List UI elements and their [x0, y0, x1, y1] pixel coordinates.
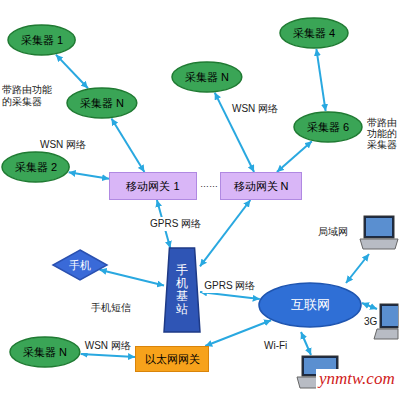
network-link: [100, 270, 164, 286]
network-label: 局域网: [318, 226, 348, 238]
wifi-link: [301, 332, 311, 355]
watermark: ynmtw.com: [316, 369, 398, 389]
gateway-box: 移动网关 N: [220, 172, 302, 200]
node-text: 采集器 1: [21, 33, 63, 48]
collector-ellipse: 采集器 1: [7, 24, 76, 56]
laptop-icon: [374, 304, 398, 339]
network-link: [81, 354, 135, 357]
network-link: [69, 172, 109, 179]
network-label: WSN 网络: [232, 103, 278, 115]
collector-ellipse: 采集器 6: [293, 111, 363, 143]
collector-ellipse: 采集器 N: [9, 336, 81, 368]
network-label: WSN 网络: [40, 139, 86, 151]
ellipse-shape: [280, 18, 348, 48]
network-link: [316, 49, 325, 111]
node-text: 采集器 N: [23, 345, 67, 360]
ellipse-shape: [67, 88, 137, 118]
node-text: 互联网: [291, 296, 330, 314]
note-text: 带路由功能的采集器: [367, 118, 398, 151]
lan-link: [346, 254, 369, 283]
ellipse-shape: [259, 283, 361, 327]
node-text: 采集器 N: [185, 70, 229, 85]
network-link: [277, 141, 312, 172]
node-text: 采集器 2: [15, 160, 57, 175]
node-text: 采集器 4: [293, 26, 335, 41]
node-text: 手机: [69, 258, 91, 273]
link-label: GPRS 网络: [148, 217, 203, 231]
network-link: [205, 320, 271, 346]
ellipse-shape: [8, 25, 75, 55]
ellipse-shape: [172, 62, 242, 92]
link-label: WSN 网络: [83, 339, 133, 353]
network-label: Wi-Fi: [264, 340, 287, 352]
tower-shape: [164, 248, 200, 332]
link-label: 手机短信: [89, 301, 133, 315]
collector-ellipse: 采集器 N: [66, 87, 138, 119]
collector-ellipse: 采集器 4: [279, 17, 349, 49]
network-link: [200, 292, 260, 299]
network-link: [111, 118, 144, 172]
ellipse-shape: [294, 112, 362, 142]
base-station-tower: 手机基站: [164, 248, 200, 332]
ellipse-shape: [2, 152, 69, 182]
node-text: 采集器 N: [80, 96, 124, 111]
diamond-shape: [53, 250, 107, 280]
node-text: 采集器 6: [307, 120, 349, 135]
ellipsis-label: ……: [200, 179, 218, 189]
link-label: GPRS 网络: [202, 279, 257, 293]
ethernet-gateway-box: 以太网网关: [135, 346, 209, 372]
node-text: 移动网关 N: [234, 179, 289, 194]
node-text: 以太网网关: [145, 352, 200, 367]
gateway-box: 移动网关 1: [109, 172, 197, 200]
collector-ellipse: 采集器 2: [1, 151, 70, 183]
ellipse-shape: [10, 337, 80, 367]
phone-diamond: 手机: [52, 249, 108, 281]
note-text: 带路由功能的采集器: [2, 84, 54, 107]
node-text: 移动网关 1: [126, 179, 179, 194]
internet-ellipse: 互联网: [258, 282, 362, 328]
3g-link: [362, 303, 377, 309]
collector-ellipse: 采集器 N: [171, 61, 243, 93]
node-text: 手机基站: [176, 264, 188, 317]
network-link: [56, 55, 88, 89]
network-link: [200, 200, 250, 266]
network-label: 3G: [364, 316, 377, 328]
laptop-icon: [360, 216, 398, 249]
